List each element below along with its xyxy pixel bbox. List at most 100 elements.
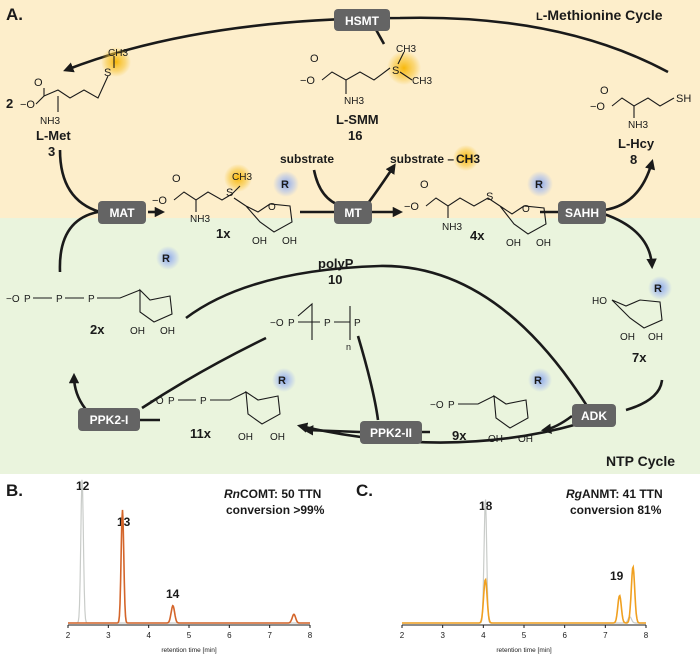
compound-1x: O −O S CH3 NH3 O R OH OH 1x	[152, 164, 299, 247]
adk-to-2x-curve	[185, 264, 594, 415]
adk-to-9x-arrow	[540, 414, 573, 434]
peak-label-19: 19	[610, 569, 624, 583]
x-tick-label: 3	[106, 631, 111, 640]
svg-text:O: O	[420, 179, 429, 191]
svg-text:P: P	[88, 294, 95, 305]
svg-text:OH: OH	[252, 236, 267, 247]
svg-text:SH: SH	[676, 93, 691, 105]
r-highlight	[527, 171, 553, 197]
svg-text:2: 2	[6, 96, 13, 111]
sahh-to-7x-arrow	[603, 212, 657, 270]
compound-polyp: polyP 10 −O P P P n	[270, 256, 361, 352]
methyl-highlight	[387, 51, 421, 85]
svg-text:−O: −O	[430, 400, 444, 411]
methionine-cycle-title: L-Methionine Cycle	[536, 7, 663, 23]
r-highlight	[273, 171, 299, 197]
svg-text:L-Hcy: L-Hcy	[618, 136, 655, 151]
svg-text:8: 8	[630, 152, 637, 167]
enzyme-adk: ADK	[572, 404, 616, 427]
svg-text:ADK: ADK	[581, 409, 607, 423]
svg-text:PPK2-I: PPK2-I	[90, 413, 129, 427]
svg-text:11x: 11x	[190, 426, 212, 441]
svg-text:SAHH: SAHH	[565, 206, 599, 220]
7x-to-adk-arrow	[625, 379, 664, 412]
svg-text:OH: OH	[536, 238, 551, 249]
svg-text:O: O	[268, 202, 276, 213]
x-tick-label: 5	[187, 631, 192, 640]
svg-text:CH3: CH3	[108, 48, 128, 59]
methyl-highlight	[453, 145, 479, 171]
svg-text:P: P	[448, 400, 455, 411]
x-tick-label: 3	[440, 631, 445, 640]
svg-text:HSMT: HSMT	[345, 14, 380, 28]
svg-text:O: O	[172, 173, 181, 185]
substrate-label: substrate	[280, 152, 334, 166]
svg-text:NH3: NH3	[190, 214, 210, 225]
panel-b-enzyme: RnCOMT: 50 TTN	[224, 487, 321, 501]
svg-text:2x: 2x	[90, 322, 105, 337]
chromatogram-b-orange	[68, 509, 310, 624]
svg-text:−O: −O	[590, 101, 605, 113]
x-tick-label: 2	[400, 631, 405, 640]
svg-text:OH: OH	[160, 326, 175, 337]
svg-text:−O: −O	[150, 396, 164, 407]
compound-l-hcy: O −O SH NH3 L-Hcy 8	[590, 85, 691, 167]
svg-text:−O: −O	[20, 99, 35, 111]
svg-text:OH: OH	[518, 434, 533, 445]
svg-text:substrate –: substrate –	[390, 152, 454, 166]
svg-text:polyP: polyP	[318, 256, 354, 271]
compound-l-smm: O −O S CH3 CH3 NH3 L-SMM 16	[300, 44, 432, 143]
svg-text:−O: −O	[152, 195, 167, 207]
panel-b: B. RnCOMT: 50 TTN conversion >99% 12 13 …	[6, 479, 325, 654]
svg-text:3: 3	[48, 144, 55, 159]
svg-text:−O: −O	[404, 201, 419, 213]
svg-text:16: 16	[348, 128, 362, 143]
chromatogram-c-gray	[402, 499, 646, 624]
x-tick-label: 4	[481, 631, 486, 640]
svg-text:−O: −O	[6, 294, 20, 305]
svg-text:NH3: NH3	[344, 96, 364, 107]
svg-text:OH: OH	[130, 326, 145, 337]
enzyme-sahh: SAHH	[558, 201, 606, 224]
compound-9x: −O P R OH OH 9x	[430, 368, 552, 445]
x-tick-label: 2	[66, 631, 71, 640]
panel-c-label: C.	[356, 481, 373, 500]
panel-a-label: A.	[6, 5, 23, 24]
svg-text:R: R	[654, 283, 662, 295]
svg-text:O: O	[310, 53, 319, 65]
polyp-to-ppk2i-line	[141, 336, 267, 410]
svg-text:9x: 9x	[452, 428, 467, 443]
svg-text:MAT: MAT	[109, 206, 135, 220]
compound-7x: HO R OH OH 7x	[592, 276, 672, 365]
svg-text:MT: MT	[344, 206, 362, 220]
panel-c-conversion: conversion 81%	[570, 503, 662, 517]
svg-text:4x: 4x	[470, 228, 485, 243]
enzyme-ppk2-ii: PPK2-II	[360, 421, 422, 444]
enzyme-ppk2-i: PPK2-I	[78, 408, 140, 431]
svg-text:NH3: NH3	[628, 120, 648, 131]
peak-label-14: 14	[166, 587, 180, 601]
chromatogram-b-gray	[68, 479, 310, 624]
methyl-highlight	[224, 164, 252, 192]
svg-text:L-SMM: L-SMM	[336, 112, 379, 127]
svg-text:OH: OH	[620, 332, 635, 343]
svg-text:S: S	[486, 191, 493, 203]
enzyme-hsmt: HSMT	[334, 9, 390, 31]
ppk2ii-to-11x-arrow	[302, 425, 361, 436]
svg-text:P: P	[200, 396, 207, 407]
svg-text:P: P	[324, 318, 331, 329]
ntp-cycle-title: NTP Cycle	[606, 453, 675, 469]
svg-text:O: O	[34, 77, 43, 89]
svg-text:OH: OH	[648, 332, 663, 343]
svg-text:7x: 7x	[632, 350, 647, 365]
x-axis-label-c: retention time [min]	[496, 647, 551, 654]
methylated-substrate-label: substrate – CH3	[390, 145, 480, 171]
svg-text:OH: OH	[282, 236, 297, 247]
svg-text:R: R	[281, 179, 289, 191]
svg-text:NH3: NH3	[442, 222, 462, 233]
r-highlight	[272, 368, 296, 392]
svg-text:R: R	[162, 253, 170, 265]
x-tick-label: 6	[562, 631, 567, 640]
svg-text:OH: OH	[270, 432, 285, 443]
hsmt-arc-arrow	[63, 16, 669, 74]
